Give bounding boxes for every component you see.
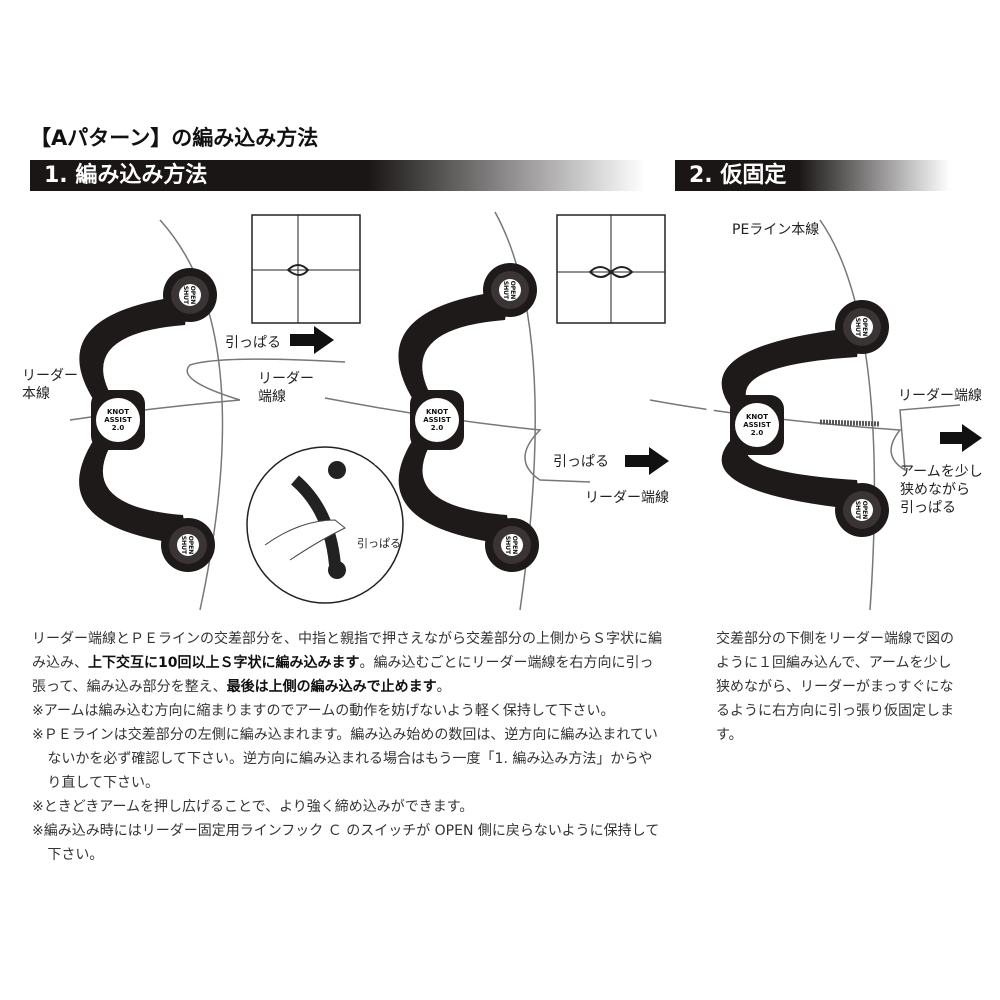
arm-hole — [373, 457, 382, 466]
label-leader-end-3: リーダー端線 — [898, 388, 982, 404]
arm-hole — [386, 520, 395, 529]
knob-shut-label: SHUT — [502, 281, 509, 300]
arm-hole — [67, 520, 76, 529]
label-pull-2: 引っぱる — [553, 454, 609, 470]
label-arm-note: アームを少し狭めながら引っぱる — [900, 464, 983, 516]
tool-badge-text: KNOT — [746, 413, 768, 421]
arm-hole — [706, 404, 715, 413]
arm-hole — [693, 477, 702, 486]
illustration: OPENSHUTOPENSHUTKNOTASSIST2.0OPENSHUTOPE… — [49, 211, 982, 611]
note: ※ときどきアームを押し広げることで、より強く締め込みができます。 — [32, 799, 474, 815]
label-leader-end-1: リーダー端線 — [258, 371, 314, 405]
arm-hole — [706, 435, 715, 444]
tool-badge-text: ASSIST — [743, 421, 771, 429]
arm-hole — [368, 478, 376, 487]
arm-hole — [49, 353, 57, 362]
label-pull-inset: 引っぱる — [357, 537, 401, 550]
arm-hole — [54, 457, 63, 466]
knob-open-label: OPEN — [509, 281, 516, 300]
arm-hole — [706, 491, 715, 500]
arm-hole — [693, 449, 702, 458]
knob-shut-label: SHUT — [854, 501, 861, 520]
braiding-instructions: リーダー端線とＰＥラインの交差部分を、中指と親指で押さえながら交差部分の上側から… — [32, 627, 662, 867]
arm-hole — [386, 436, 395, 445]
arm-hole — [693, 388, 702, 397]
arrow-right-icon-3 — [940, 424, 982, 452]
crossing-detail-2 — [556, 214, 666, 324]
hand-inset — [246, 446, 404, 604]
tool-badge-text: 2.0 — [431, 424, 444, 432]
tool-badge-text: 2.0 — [751, 429, 764, 437]
section-heading-temporary-fix: 2. 仮固定 — [675, 160, 950, 191]
arm-hole — [54, 332, 63, 341]
arm-hole — [368, 351, 376, 359]
knob-shut-label: SHUT — [854, 318, 861, 337]
label-pull-1: 引っぱる — [225, 335, 281, 351]
braided-section — [819, 419, 881, 427]
arrow-right-icon-2 — [625, 447, 669, 475]
arm-hole — [688, 372, 696, 380]
note: ※ＰＥラインは交差部分の左側に編み込まれます。編み込み始めの数回は、逆方向に編み… — [32, 727, 658, 791]
arm-hole — [373, 372, 382, 381]
arm-hole — [386, 394, 395, 403]
page-title: 【Aパターン】の編み込み方法 — [30, 126, 319, 150]
knob-shut-label: SHUT — [182, 286, 189, 305]
tool-badge-text: 2.0 — [112, 424, 125, 432]
knob-shut-label: SHUT — [180, 536, 187, 555]
knob-open-label: OPEN — [187, 536, 194, 555]
knob-open-label: OPEN — [189, 286, 196, 305]
section-heading-braiding: 1. 編み込み方法 — [30, 160, 645, 191]
crossing-detail-1 — [251, 214, 361, 324]
label-leader-main: リーダー本線 — [22, 368, 78, 402]
label-leader-end-2: リーダー端線 — [585, 490, 669, 506]
arm-hole — [386, 307, 395, 316]
arrow-right-icon-1 — [290, 326, 334, 354]
label-pe-main: PEライン本線 — [732, 222, 820, 238]
arm-hole — [706, 339, 715, 348]
arm-hole — [373, 499, 382, 508]
arm-hole — [49, 478, 57, 487]
temporary-fix-instructions: 交差部分の下側をリーダー端線で図のように１回編み込んで、アームを少し狭めながら、… — [716, 631, 954, 743]
arm-hole — [67, 311, 76, 320]
tool-badge-text: KNOT — [426, 408, 448, 416]
tool-badge-text: ASSIST — [104, 416, 132, 424]
tool-badge-text: KNOT — [107, 408, 129, 416]
tool-badge-text: ASSIST — [423, 416, 451, 424]
arm-hole — [688, 463, 696, 472]
arm-hole — [54, 374, 63, 383]
arm-hole — [54, 499, 63, 508]
knob-open-label: OPEN — [861, 501, 868, 520]
knob-open-label: OPEN — [861, 318, 868, 337]
note: ※アームは編み込む方向に縮まりますのでアームの動作を妨げないよう軽く保持して下さ… — [32, 703, 615, 719]
note: ※編み込み時にはリーダー固定用ラインフック Ｃ のスイッチが OPEN 側に戻ら… — [32, 823, 660, 863]
knob-shut-label: SHUT — [504, 536, 511, 555]
arm-hole — [67, 395, 76, 404]
arm-hole — [373, 329, 382, 338]
arm-hole — [67, 436, 76, 445]
arm-hole — [693, 355, 702, 364]
tool-arm — [398, 290, 512, 545]
tool-arm — [721, 327, 862, 510]
knob-open-label: OPEN — [511, 536, 518, 555]
